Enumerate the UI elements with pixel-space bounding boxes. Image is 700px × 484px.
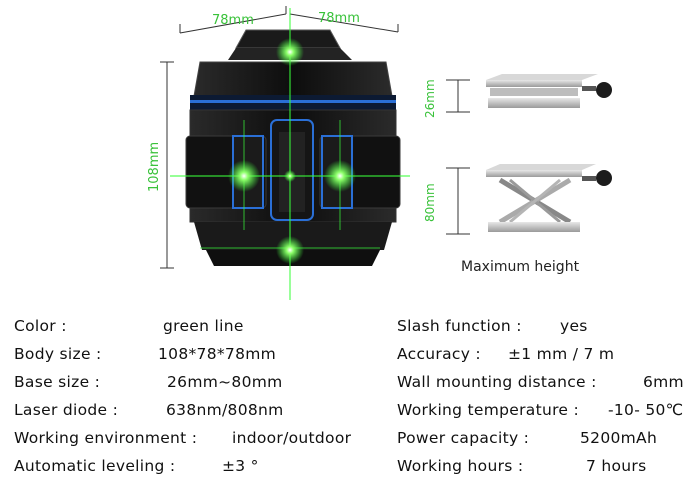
spec-label: Slash function : xyxy=(397,317,522,335)
laser-top-icon xyxy=(276,38,304,66)
dim-width-label: 78mm xyxy=(318,11,360,26)
spec-label: Accuracy : xyxy=(397,345,481,363)
dim-height-label: 108mm xyxy=(147,142,162,192)
spec-label: Working hours : xyxy=(397,457,524,475)
spec-value: 108*78*78mm xyxy=(158,345,277,363)
product-illustration: 78mm 78mm 108mm xyxy=(147,6,612,300)
spec-value: ±3 ° xyxy=(222,457,259,475)
spec-label: Laser diode : xyxy=(14,401,119,419)
laser-right-icon xyxy=(324,160,356,192)
laser-left-icon xyxy=(228,160,260,192)
spec-label: Power capacity : xyxy=(397,429,530,447)
stand-caption: Maximum height xyxy=(461,259,580,275)
spec-value: 26mm~80mm xyxy=(167,373,283,391)
spec-value: indoor/outdoor xyxy=(232,429,352,447)
dim-stand-min-label: 26mm xyxy=(423,79,437,118)
dimension-top-depth: 78mm xyxy=(179,6,287,34)
spec-label: Automatic leveling : xyxy=(14,457,176,475)
dim-stand-max-label: 80mm xyxy=(423,183,437,222)
spec-value: ±1 mm / 7 m xyxy=(508,345,615,363)
spec-value: 6mm xyxy=(643,373,684,391)
spec-label: Color : xyxy=(14,317,67,335)
spec-value: 5200mAh xyxy=(580,429,658,447)
dim-depth-label: 78mm xyxy=(212,13,254,28)
dimension-height: 108mm xyxy=(147,61,174,269)
laser-bottom-icon xyxy=(276,236,304,264)
stand-max: 80mm xyxy=(423,164,612,235)
spec-label: Wall mounting distance : xyxy=(397,373,597,391)
dimension-top-width: 78mm xyxy=(289,11,399,33)
spec-value: 638nm/808nm xyxy=(166,401,284,419)
spec-value: -10- 50℃ xyxy=(608,401,684,419)
spec-label: Working temperature : xyxy=(397,401,580,419)
laser-level xyxy=(170,8,410,300)
spec-label: Base size : xyxy=(14,373,101,391)
spec-label: Working environment : xyxy=(14,429,198,447)
spec-value: 7 hours xyxy=(586,457,647,475)
laser-level-drawing: 78mm 78mm 108mm xyxy=(147,6,612,300)
spec-label: Body size : xyxy=(14,345,102,363)
spec-value: yes xyxy=(560,317,588,335)
stand-min: 26mm xyxy=(423,74,612,118)
spec-value: green line xyxy=(163,317,244,335)
